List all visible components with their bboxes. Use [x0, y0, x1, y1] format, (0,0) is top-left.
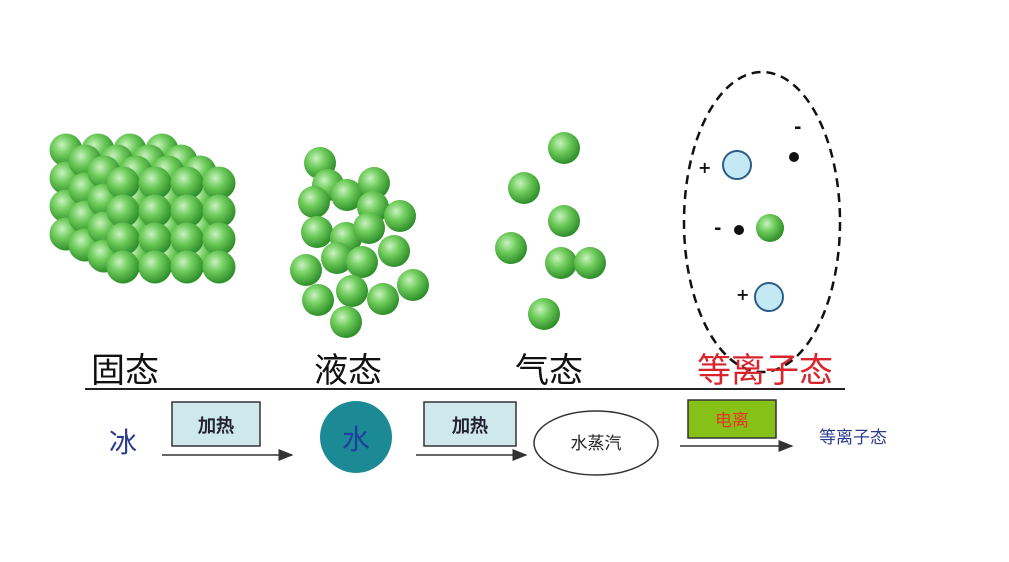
ion-particle [754, 282, 784, 312]
particle [106, 250, 140, 284]
particle [301, 216, 333, 248]
particle [138, 166, 172, 200]
particle [106, 166, 140, 200]
process-water: 水 [342, 423, 370, 456]
particle [378, 235, 410, 267]
particle [367, 283, 399, 315]
process-steam: 水蒸汽 [571, 434, 622, 454]
label-solid: 固态 [91, 351, 159, 391]
ionize-label: 电离 [715, 411, 749, 431]
solid-particles [49, 133, 236, 284]
label-liquid: 液态 [314, 351, 382, 391]
particle [170, 250, 204, 284]
particle [346, 246, 378, 278]
particle [170, 166, 204, 200]
particle [384, 200, 416, 232]
ion-particle [722, 150, 752, 180]
particle [574, 247, 606, 279]
particle [290, 254, 322, 286]
particle [321, 242, 353, 274]
plasma-charge-minus-1: - [794, 117, 801, 138]
label-gas: 气态 [515, 351, 583, 391]
particle [358, 167, 390, 199]
particle [548, 132, 580, 164]
particle [353, 212, 385, 244]
particle [170, 194, 204, 228]
particle [106, 222, 140, 256]
particle [202, 222, 236, 256]
electron [734, 225, 744, 235]
particle [170, 222, 204, 256]
particle [138, 250, 172, 284]
particle [330, 306, 362, 338]
particle [528, 298, 560, 330]
heat-label-1: 加热 [197, 415, 234, 437]
water-circle [320, 401, 392, 473]
particle [495, 232, 527, 264]
electron [789, 152, 799, 162]
process-ice: 冰 [109, 426, 137, 459]
steam-ellipse [533, 410, 659, 476]
liquid-particles [290, 147, 429, 338]
particle [545, 247, 577, 279]
particle [298, 186, 330, 218]
plasma-charge-plus-2: + [736, 285, 749, 304]
particle [138, 222, 172, 256]
process-plasma: 等离子态 [819, 428, 887, 448]
neutral-particle [756, 214, 784, 242]
particle [106, 194, 140, 228]
particle [202, 250, 236, 284]
heat-label-2: 加热 [451, 415, 488, 437]
plasma-charge-minus-2: - [714, 218, 721, 239]
particle [548, 205, 580, 237]
particle [331, 179, 363, 211]
ionize-box [687, 399, 777, 439]
particle [336, 275, 368, 307]
particle [508, 172, 540, 204]
plasma-charge-plus-1: + [698, 158, 711, 177]
heat-box-2 [423, 401, 517, 447]
particle [202, 166, 236, 200]
particle [138, 194, 172, 228]
gas-particles [495, 132, 606, 330]
particle [302, 284, 334, 316]
plasma-boundary [682, 70, 842, 374]
label-plasma: 等离子态 [697, 351, 833, 391]
particle [202, 194, 236, 228]
plasma-particles: + - - + [682, 70, 842, 374]
heat-box-1 [171, 401, 261, 447]
particle [397, 269, 429, 301]
